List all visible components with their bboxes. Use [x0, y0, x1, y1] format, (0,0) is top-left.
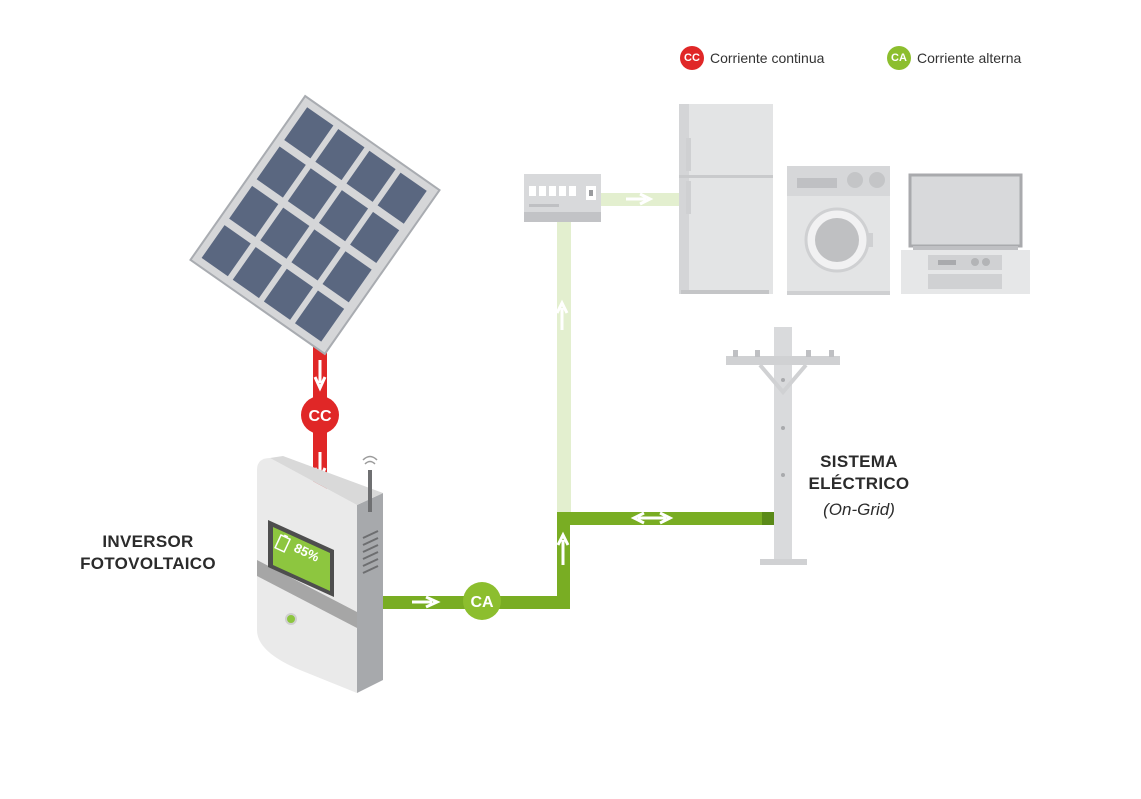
ac-line-to-board — [555, 192, 680, 518]
grid-label-line1: SISTEMA — [820, 452, 898, 471]
svg-text:CC: CC — [308, 408, 332, 425]
grid-label-line2: ELÉCTRICO — [808, 474, 910, 493]
television — [901, 173, 1030, 294]
utility-pole — [726, 327, 840, 565]
inverter-label-line2: FOTOVOLTAICO — [80, 554, 216, 573]
grid-label: SISTEMA ELÉCTRICO — [804, 451, 914, 495]
inverter-label: INVERSOR FOTOVOLTAICO — [78, 531, 218, 575]
inverter-label-line1: INVERSOR — [102, 532, 194, 551]
inverter-device: 85% — [257, 455, 383, 693]
dc-badge: CC — [301, 396, 339, 434]
solar-panel — [189, 94, 441, 356]
washing-machine — [787, 166, 890, 295]
ac-badge: CA — [463, 582, 501, 620]
legend-ac-label: Corriente alterna — [917, 50, 1022, 66]
distribution-board — [524, 174, 601, 222]
wifi-icon — [362, 455, 378, 465]
ac-line — [370, 511, 774, 609]
refrigerator — [679, 104, 773, 294]
legend-ac-badge: CA — [887, 46, 911, 70]
svg-text:CA: CA — [470, 594, 494, 611]
legend-dc-label: Corriente continua — [710, 50, 825, 66]
legend-ac: CA Corriente alterna — [887, 46, 1021, 70]
grid-sublabel: (On-Grid) — [823, 500, 895, 519]
legend-dc-badge: CC — [680, 46, 704, 70]
battery-icon — [274, 534, 292, 553]
legend-dc: CC Corriente continua — [680, 46, 824, 70]
